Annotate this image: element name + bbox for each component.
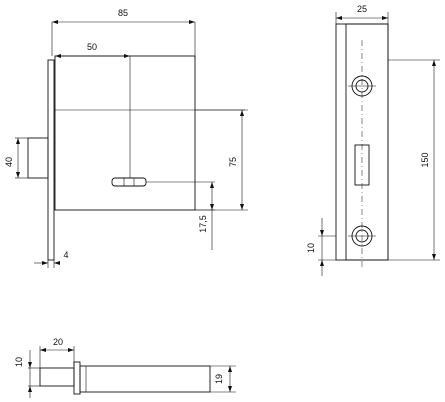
screw-hole-bottom [348, 225, 376, 247]
dim-hole-offset-label: 10 [306, 243, 316, 253]
dim-bolt-length [39, 346, 75, 368]
dim-faceplate-thickness-label: 4 [63, 250, 68, 260]
dim-cylinder-label: 75 [228, 157, 238, 167]
dim-bolt-thickness-label: 10 [14, 357, 24, 367]
dim-faceplate-height-label: 150 [420, 152, 430, 167]
dim-width-label: 85 [118, 8, 128, 18]
dim-faceplate-height [388, 59, 440, 261]
dim-width-85 [51, 20, 196, 60]
bolt-view: 20 10 19 [14, 337, 236, 398]
dim-key-offset-label: 17,5 [198, 215, 208, 233]
screw-hole-top [348, 75, 376, 97]
dim-faceplate-width [335, 12, 389, 24]
key-spindle [111, 177, 147, 187]
bolt-head [39, 367, 75, 387]
front-view: 85 50 40 [4, 8, 248, 268]
dim-backset-50 [55, 54, 131, 178]
dim-backset-label: 50 [87, 42, 97, 52]
bolt-flange [73, 361, 81, 395]
dim-bolt-height-40 [15, 137, 28, 179]
latch-slot [354, 144, 370, 186]
latch-bolt [27, 137, 49, 179]
dim-bolt-diameter [210, 365, 236, 393]
side-view: 25 150 [306, 4, 440, 276]
front-faceplate [47, 59, 55, 261]
dim-bolt-length-label: 20 [53, 337, 63, 347]
dim-faceplate-thickness [34, 260, 60, 268]
dim-hole-offset [318, 218, 336, 276]
faceplate-inner [345, 23, 389, 261]
dim-bolt-thickness [28, 350, 32, 398]
dim-key-offset [195, 182, 215, 250]
dim-bolt-height-label: 40 [4, 157, 14, 167]
lock-case [54, 55, 196, 211]
dim-bolt-diameter-label: 19 [214, 374, 224, 384]
dim-faceplate-width-label: 25 [357, 4, 367, 14]
dim-cylinder-75 [195, 109, 248, 211]
bolt-body [79, 365, 211, 393]
